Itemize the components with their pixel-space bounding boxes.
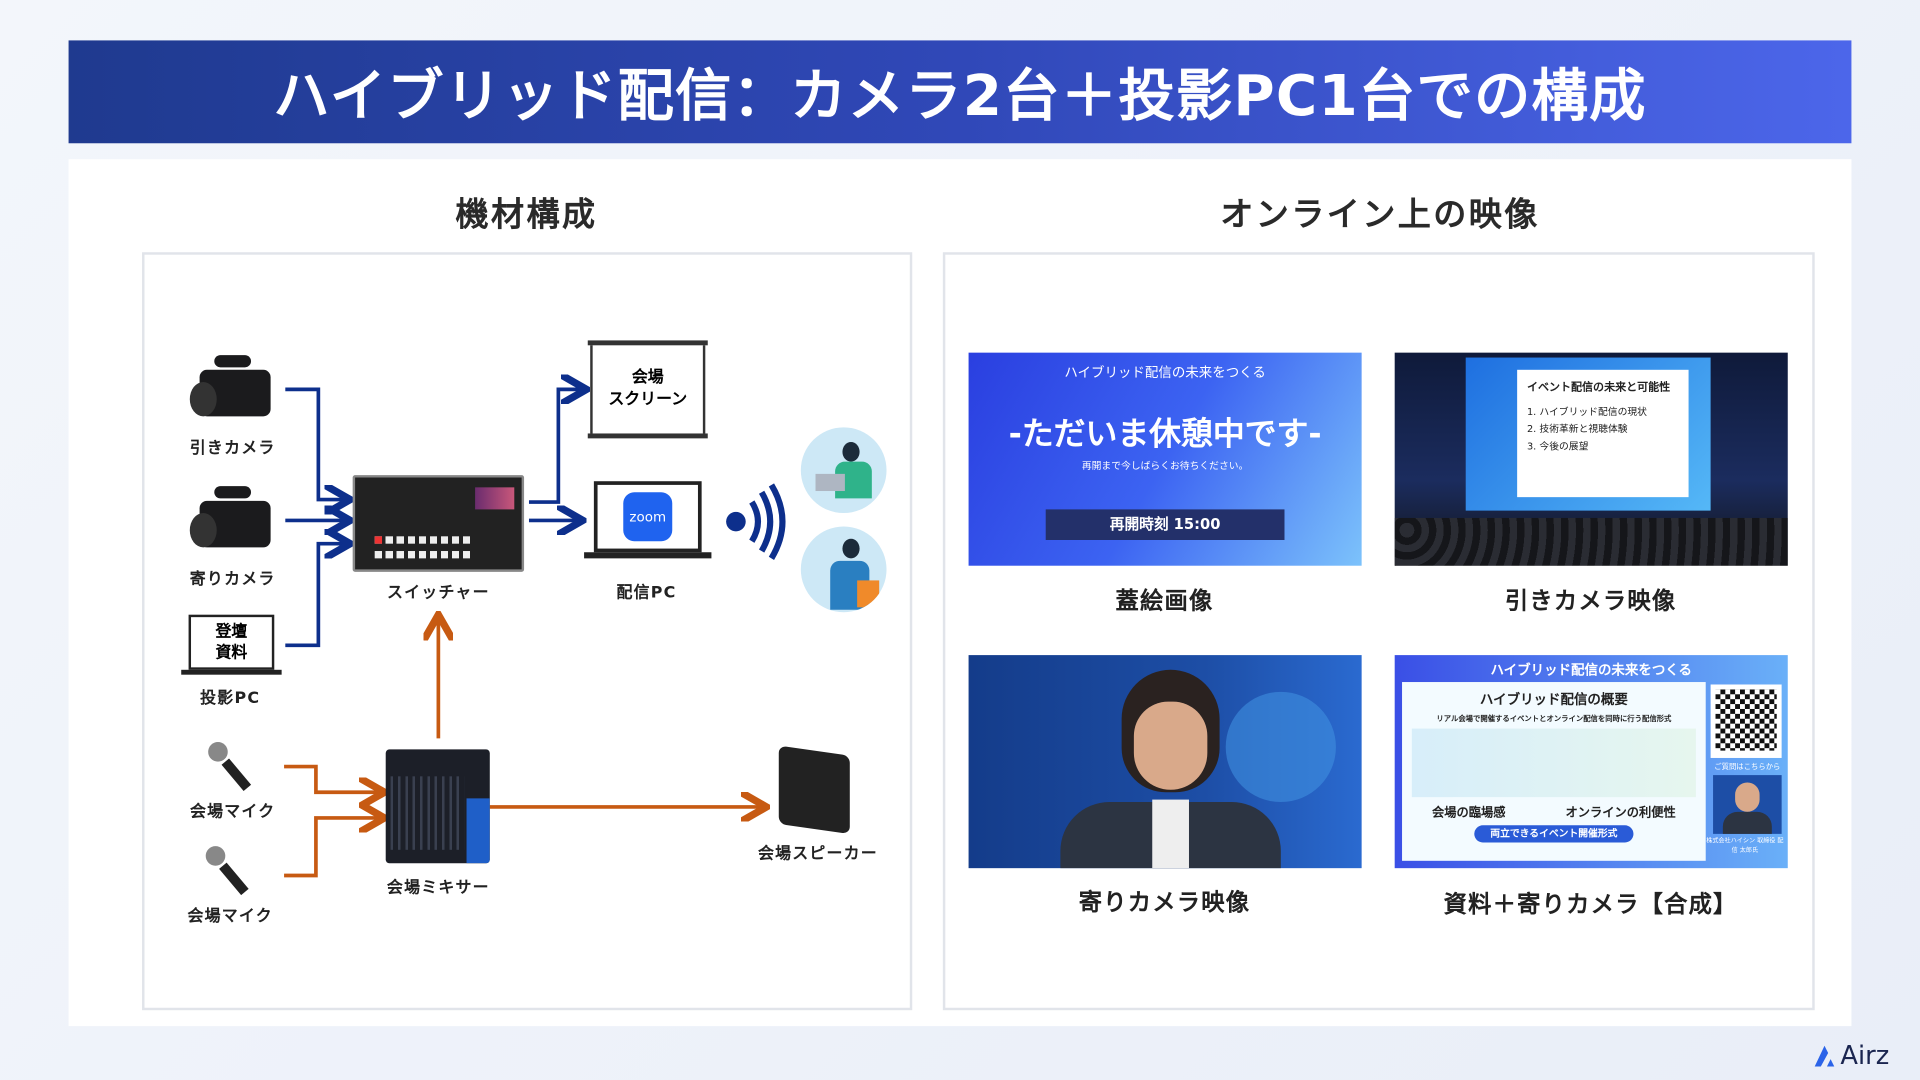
switcher-label: スイッチャー (387, 584, 490, 603)
microphone-icon (203, 844, 252, 898)
mixer-label: 会場ミキサー (386, 879, 490, 898)
airz-logo-icon (1814, 1045, 1835, 1067)
composite-thumbnail: ハイブリッド配信の未来をつくる ハイブリッド配信の概要 リアル会場で開催するイベ… (1394, 655, 1788, 869)
venue-screen-label: スクリーン (608, 390, 688, 409)
venue-screen-icon: 会場 スクリーン (587, 340, 708, 439)
cover-main-text: -ただいま休憩中です- (1008, 416, 1322, 454)
slide-item: 2. 技術革新と視聴体験 (1526, 423, 1628, 435)
wide-camera-thumbnail: イベント配信の未来と可能性 1. ハイブリッド配信の現状 2. 技術革新と視聴体… (1394, 352, 1788, 566)
venue-screen-label: 会場 (631, 368, 664, 387)
equipment-heading: 機材構成 (455, 195, 598, 234)
slide-title: イベント配信の未来と可能性 (1526, 382, 1671, 395)
video-line-projection-pc (285, 544, 346, 648)
camera-icon (189, 355, 276, 422)
qr-caption: ご質問はこちらから (1714, 762, 1781, 772)
wireless-signal-icon (726, 483, 786, 560)
projection-pc-screen-text: 登壇 (215, 622, 248, 642)
slide-item: 1. ハイブリッド配信の現状 (1526, 406, 1647, 418)
mobile-viewer-icon (800, 526, 887, 613)
camera-close-label: 寄りカメラ (189, 570, 276, 589)
camera-icon (189, 486, 276, 553)
thumb-label: 蓋絵画像 (1115, 587, 1214, 615)
video-line-to-screen (528, 389, 583, 504)
speaker-inset-caption: 株式会社ハイシン 取締役 配信 太郎氏 (1706, 837, 1784, 855)
audio-line-mic2 (284, 818, 381, 878)
streaming-pc-label: 配信PC (616, 584, 677, 603)
microphone-icon (206, 740, 255, 794)
streaming-laptop-icon: zoom (584, 481, 712, 561)
cover-top-text: ハイブリッド配信の未来をつくる (1064, 364, 1266, 381)
airz-logo: Airz (1812, 1041, 1889, 1070)
thumb-label: 引きカメラ映像 (1504, 587, 1677, 615)
doc-title: ハイブリッド配信の概要 (1479, 691, 1628, 708)
mic2-label: 会場マイク (187, 907, 273, 926)
doc-right-caption: オンラインの利便性 (1565, 806, 1676, 821)
slide-item: 3. 今後の展望 (1526, 440, 1589, 452)
page-title: ハイブリッド配信：カメラ2台＋投影PC1台での構成 (273, 62, 1647, 129)
brand-name: Airz (1840, 1040, 1890, 1071)
composite-top-text: ハイブリッド配信の未来をつくる (1490, 662, 1692, 679)
cover-sub-text: 再開まで今しばらくお待ちください。 (1081, 460, 1249, 472)
thumb-label: 寄りカメラ映像 (1078, 888, 1251, 916)
close-camera-thumbnail (968, 655, 1362, 869)
cover-image-thumbnail: ハイブリッド配信の未来をつくる -ただいま休憩中です- 再開まで今しばらくお待ち… (968, 352, 1362, 566)
speaker-icon (778, 745, 850, 834)
speaker-label: 会場スピーカー (757, 844, 878, 864)
camera-wide-label: 引きカメラ (189, 439, 276, 458)
video-line-wide-camera (285, 387, 346, 499)
doc-footer: 両立できるイベント開催形式 (1474, 825, 1634, 843)
speaker-inset (1713, 775, 1782, 834)
mic1-label: 会場マイク (189, 803, 276, 822)
doc-subtitle: リアル会場で開催するイベントとオンライン配信を同時に行う配信形式 (1436, 715, 1672, 724)
audio-line-mic1 (284, 764, 381, 793)
mixer-icon (385, 749, 490, 864)
online-video-heading: オンライン上の映像 (1220, 195, 1540, 234)
projection-pc-screen-text: 資料 (215, 643, 248, 662)
cover-resume-bar: 再開時刻 15:00 (1045, 509, 1285, 541)
projection-pc-label: 投影PC (200, 689, 261, 708)
qr-code-icon (1710, 684, 1782, 758)
zoom-logo-icon: zoom (623, 492, 673, 542)
laptop-icon: 登壇 資料 (181, 614, 282, 676)
home-viewer-laptop-icon (800, 427, 887, 514)
switcher-icon (352, 475, 525, 572)
thumb-label: 資料＋寄りカメラ【合成】 (1443, 891, 1738, 919)
doc-left-caption: 会場の臨場感 (1432, 806, 1506, 821)
title-bar: ハイブリッド配信：カメラ2台＋投影PC1台での構成 (68, 40, 1852, 144)
